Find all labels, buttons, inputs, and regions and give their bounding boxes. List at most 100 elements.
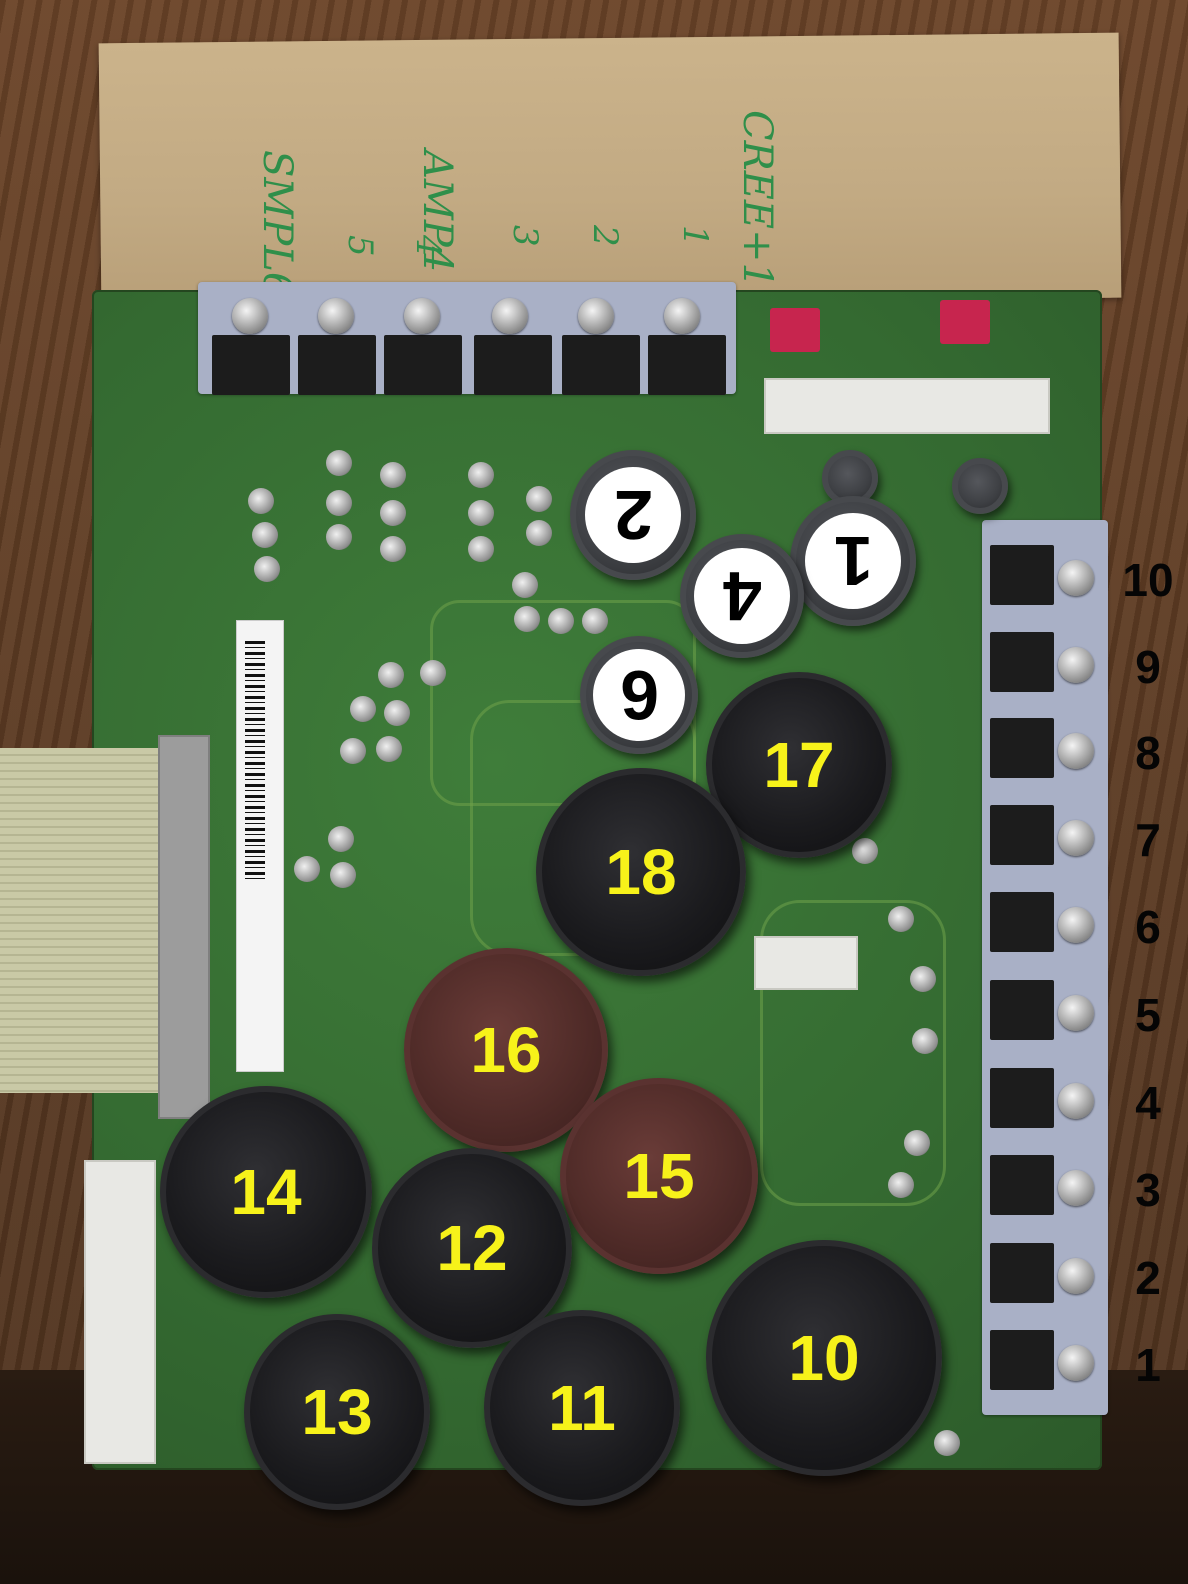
small-capacitor: [468, 536, 494, 562]
regulator-right: [990, 980, 1054, 1040]
small-capacitor: [526, 520, 552, 546]
red-capacitor: [940, 300, 990, 344]
small-capacitor: [378, 662, 404, 688]
regulator-number: 6: [1135, 901, 1161, 953]
red-capacitor: [770, 308, 820, 352]
regulator-number: 1: [1135, 1339, 1161, 1391]
pcb-trace: [760, 900, 946, 1206]
masking-tape: [98, 32, 1122, 309]
capacitor-4-disc: 4: [694, 548, 790, 644]
regulator-number: 5: [1135, 989, 1161, 1041]
small-capacitor: [380, 500, 406, 526]
regulator-number: 8: [1135, 727, 1161, 779]
small-capacitor: [888, 906, 914, 932]
small-capacitor: [420, 660, 446, 686]
screw: [404, 298, 440, 334]
small-capacitor: [888, 1172, 914, 1198]
capacitor-2-disc: 2: [585, 467, 681, 563]
small-capacitor: [294, 856, 320, 882]
header-connector-left: [84, 1160, 156, 1464]
small-capacitor: [340, 738, 366, 764]
header-connector-top: [764, 378, 1050, 434]
small-capacitor: [904, 1130, 930, 1156]
screw: [1058, 820, 1094, 856]
capacitor-18-label: 18: [605, 836, 677, 908]
screw: [1058, 1083, 1094, 1119]
screw: [492, 298, 528, 334]
capacitor-17-label: 17: [763, 729, 835, 801]
small-capacitor: [376, 736, 402, 762]
regulator-top: [562, 335, 640, 395]
small-round-capacitor: [952, 458, 1008, 514]
capacitor-1-body: 1: [790, 496, 916, 626]
screw: [1058, 733, 1094, 769]
screw: [1058, 907, 1094, 943]
small-capacitor: [326, 524, 352, 550]
capacitor-6-disc: 6: [593, 649, 685, 741]
small-capacitor: [252, 522, 278, 548]
screw: [1058, 560, 1094, 596]
regulator-number: 7: [1135, 814, 1161, 866]
regulator-right: [990, 545, 1054, 605]
tape-note-cree: CREE+1: [734, 110, 780, 289]
regulator-top: [298, 335, 376, 395]
screw: [578, 298, 614, 334]
regulator-number: 10: [1122, 554, 1174, 606]
small-capacitor: [468, 500, 494, 526]
ribbon-connector: [158, 735, 210, 1119]
screw: [664, 298, 700, 334]
capacitor-12-label: 12: [436, 1212, 508, 1284]
regulator-top: [648, 335, 726, 395]
small-capacitor: [248, 488, 274, 514]
regulator-top: [474, 335, 552, 395]
capacitor-11-label: 11: [548, 1372, 616, 1444]
tape-number-3: 3: [505, 225, 545, 247]
capacitor-16: 16: [404, 948, 608, 1152]
capacitor-18: 18: [536, 768, 746, 976]
small-capacitor: [468, 462, 494, 488]
small-capacitor: [328, 826, 354, 852]
small-capacitor: [380, 462, 406, 488]
header-connector-middle: [754, 936, 858, 990]
small-capacitor: [548, 608, 574, 634]
regulator-number: 9: [1135, 641, 1161, 693]
screw: [1058, 1170, 1094, 1206]
capacitor-11: 11: [484, 1310, 680, 1506]
capacitor-12: 12: [372, 1148, 572, 1348]
regulator-right: [990, 1330, 1054, 1390]
regulator-right: [990, 892, 1054, 952]
tape-number-2: 2: [585, 225, 625, 247]
tape-number-1: 1: [675, 225, 715, 247]
screw: [1058, 647, 1094, 683]
tape-note-smpl: SMPL6: [254, 150, 300, 298]
regulator-right: [990, 1243, 1054, 1303]
small-capacitor: [384, 700, 410, 726]
capacitor-10-label: 10: [788, 1322, 860, 1394]
small-capacitor: [330, 862, 356, 888]
small-capacitor: [326, 450, 352, 476]
regulator-right: [990, 718, 1054, 778]
tape-number-4: 4: [408, 235, 448, 257]
small-capacitor: [350, 696, 376, 722]
regulator-top: [212, 335, 290, 395]
capacitor-13-label: 13: [301, 1376, 373, 1448]
regulator-right: [990, 1068, 1054, 1128]
ribbon-cable: [0, 748, 160, 1093]
screw: [1058, 1345, 1094, 1381]
small-capacitor: [526, 486, 552, 512]
capacitor-13: 13: [244, 1314, 430, 1510]
barcode-sticker: [236, 620, 284, 1072]
capacitor-10: 10: [706, 1240, 942, 1476]
capacitor-14-label: 14: [230, 1156, 302, 1228]
small-capacitor: [852, 838, 878, 864]
regulator-right: [990, 1155, 1054, 1215]
regulator-number: 3: [1135, 1164, 1161, 1216]
capacitor-17: 17: [706, 672, 892, 858]
capacitor-1-disc: 1: [805, 513, 901, 609]
small-capacitor: [380, 536, 406, 562]
small-capacitor: [910, 966, 936, 992]
capacitor-15-label: 15: [623, 1140, 695, 1212]
regulator-right: [990, 632, 1054, 692]
capacitor-16-label: 16: [470, 1014, 542, 1086]
regulator-right: [990, 805, 1054, 865]
